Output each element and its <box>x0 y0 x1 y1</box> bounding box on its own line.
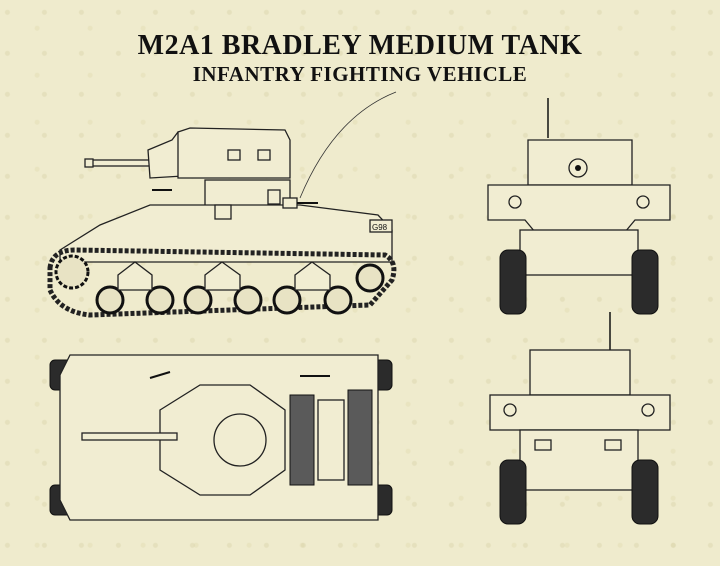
side-door <box>214 204 232 220</box>
side-marking-plate <box>369 219 393 233</box>
top-engine-grille-right <box>347 389 373 486</box>
rear-exhaust-right <box>604 439 622 451</box>
top-view <box>49 354 393 521</box>
top-tool-2 <box>149 371 171 379</box>
side-gun-muzzle <box>84 158 94 168</box>
side-road-wheel-4 <box>233 285 263 315</box>
side-bogie-3 <box>294 261 331 291</box>
top-gun-barrel <box>81 432 178 441</box>
rear-exhaust-left <box>534 439 552 451</box>
rear-track-right <box>631 459 659 525</box>
front-view <box>487 98 671 315</box>
side-road-wheel-5 <box>272 285 302 315</box>
rear-track-left <box>499 459 527 525</box>
side-hatch-2 <box>257 149 271 161</box>
side-vision-port <box>267 189 281 205</box>
rear-hull-upper <box>489 394 671 431</box>
side-road-wheel-1 <box>95 285 125 315</box>
side-bogie-2 <box>204 261 241 291</box>
side-idler-wheel <box>355 263 385 293</box>
side-hatch-1 <box>227 149 241 161</box>
side-road-wheel-3 <box>183 285 213 315</box>
top-engine-grille-left <box>289 394 315 486</box>
side-marking-text: G98 <box>372 223 388 232</box>
front-headlight-right <box>636 195 650 209</box>
front-headlight-left <box>508 195 522 209</box>
top-cupola <box>213 413 267 467</box>
rear-turret <box>529 349 631 396</box>
side-track <box>47 247 397 318</box>
callout-leader-line <box>299 91 397 199</box>
rear-hull-lower <box>519 429 639 491</box>
rear-view <box>489 312 671 525</box>
side-gun-barrel <box>89 159 151 167</box>
front-gun-bore <box>575 165 581 171</box>
side-drive-sprocket <box>54 254 90 290</box>
rear-light-left <box>503 403 517 417</box>
side-hull <box>59 204 393 263</box>
top-engine-deck <box>317 399 345 481</box>
blueprint-subtitle: INFANTRY FIGHTING VEHICLE <box>192 62 528 86</box>
side-mg-mount <box>282 197 298 209</box>
rear-light-right <box>641 403 655 417</box>
front-track-left <box>499 249 527 315</box>
front-hull-lower <box>519 229 639 276</box>
front-track-right <box>631 249 659 315</box>
side-road-wheel-2 <box>145 285 175 315</box>
blueprint-title: M2A1 BRADLEY MEDIUM TANK <box>137 30 583 61</box>
side-bogie-1 <box>117 261 153 291</box>
side-view: G98 <box>47 127 397 318</box>
side-road-wheel-6 <box>323 285 353 315</box>
